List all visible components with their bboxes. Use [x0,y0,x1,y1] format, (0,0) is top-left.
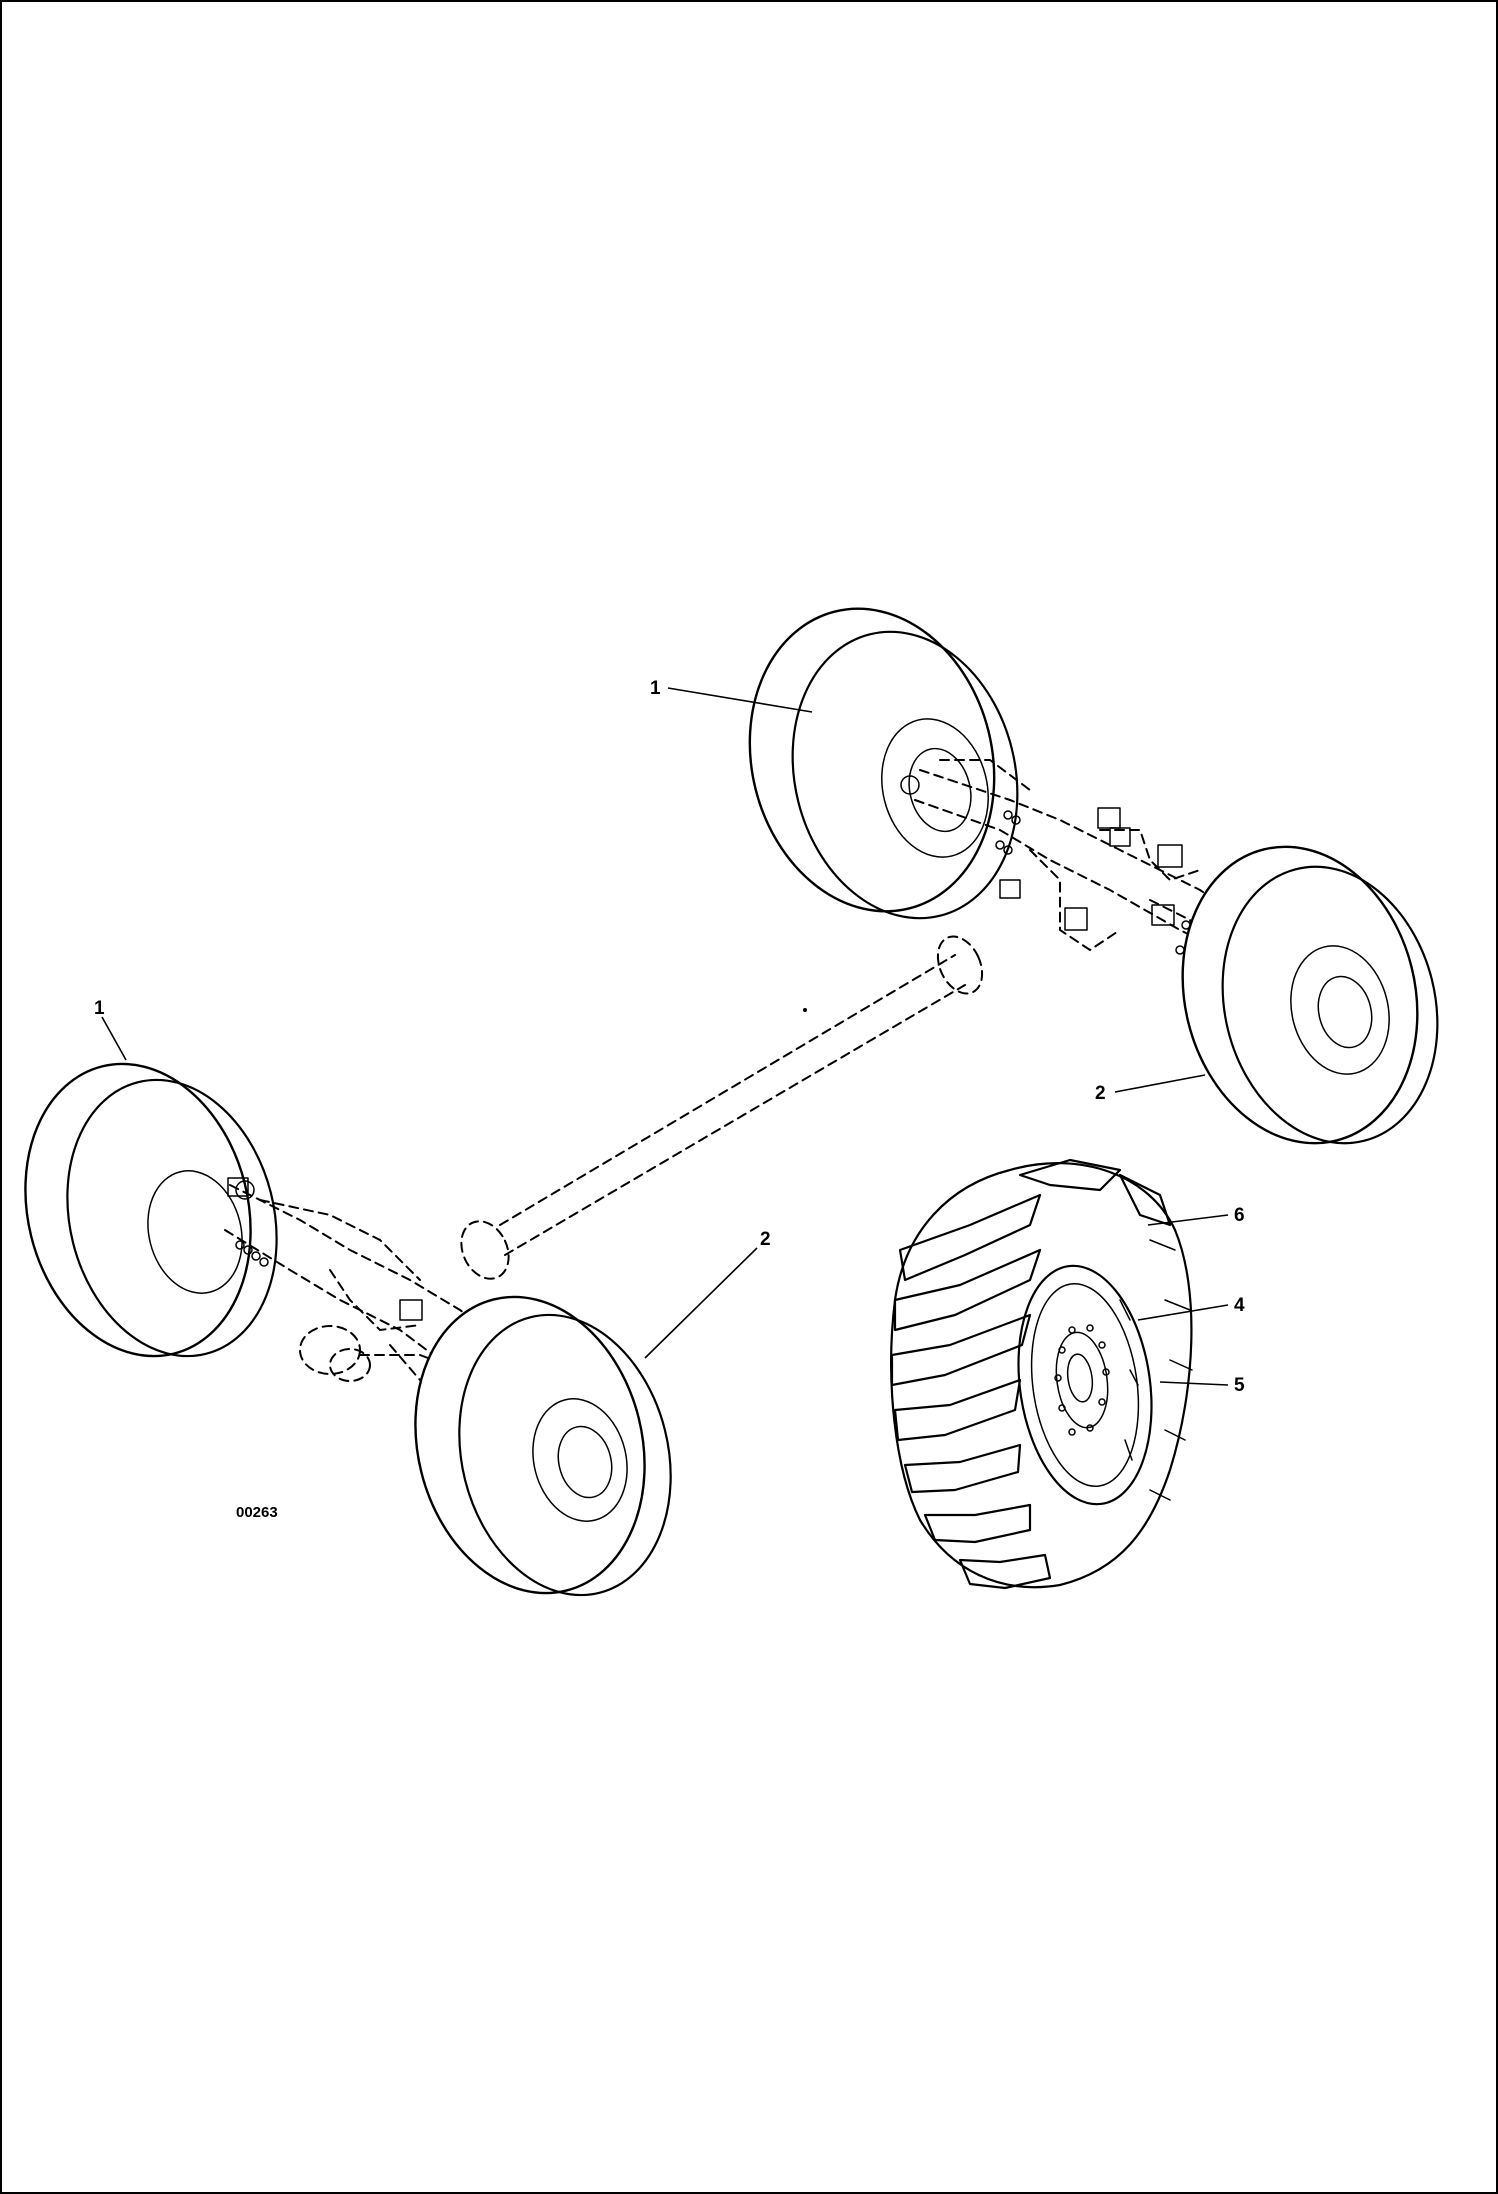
leader-2-rear [1114,1074,1206,1093]
callout-6: 6 [1234,1205,1245,1226]
front-right-wheel [414,1295,672,1597]
callout-1-front: 1 [94,998,105,1019]
leader-5 [1159,1381,1229,1386]
leader-1-rear [667,687,813,713]
drawing-code: 00263 [236,1504,278,1521]
drive-shaft [460,935,984,1280]
callout-1-rear: 1 [650,678,661,699]
callout-5: 5 [1234,1375,1245,1396]
front-axle-assembly [24,1062,672,1597]
callout-2-rear: 2 [1095,1083,1106,1104]
rear-left-wheel [748,607,1019,920]
leader-1-front [101,1016,127,1061]
leader-6 [1147,1214,1229,1226]
callout-labels: 1 1 2 2 6 4 5 00263 [94,678,1245,1521]
front-left-wheel [24,1062,278,1358]
callout-4: 4 [1234,1295,1245,1316]
leader-2-front [644,1247,758,1359]
rear-axle-housing [914,759,1231,963]
rear-right-wheel [1181,845,1439,1145]
callout-2-front: 2 [760,1229,771,1250]
rear-axle-assembly [748,607,1439,1145]
leader-4 [1137,1304,1229,1321]
callout-leaders [101,687,1229,1386]
lug-tire-detail [890,1158,1193,1590]
